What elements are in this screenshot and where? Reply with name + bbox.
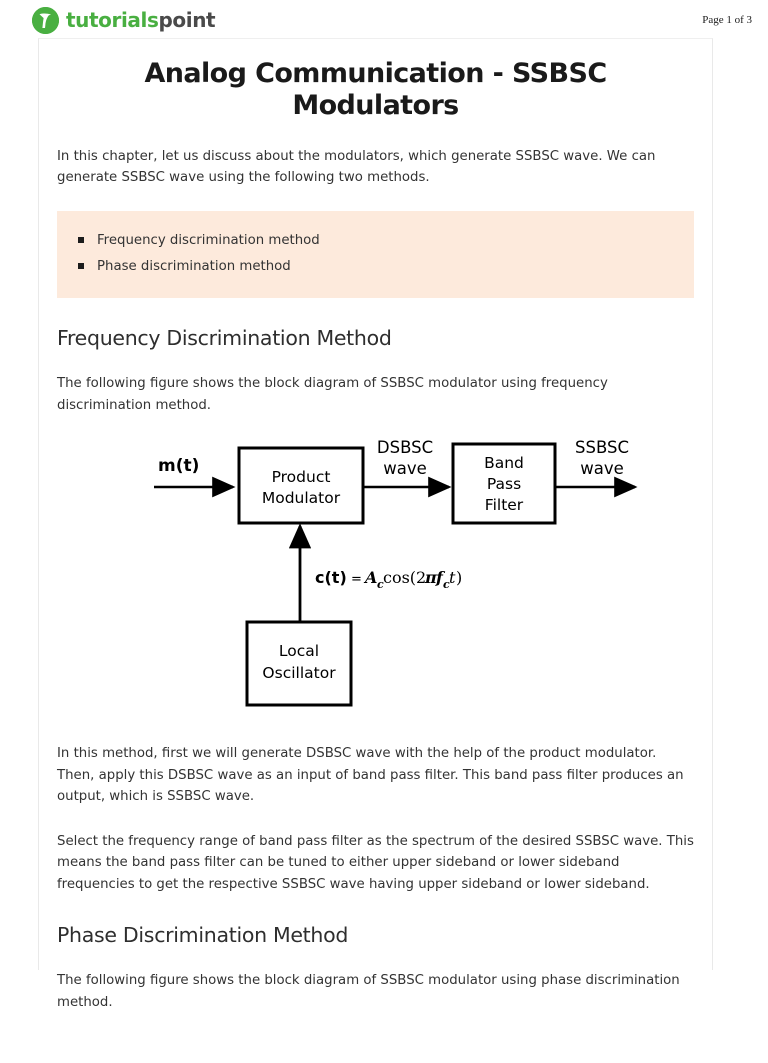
list-item-label: Phase discrimination method (97, 259, 291, 275)
methods-callout-box: Frequency discrimination method Phase di… (57, 210, 694, 299)
list-item: Phase discrimination method (78, 254, 694, 281)
paragraph-filter-tuning: Select the frequency range of band pass … (57, 833, 694, 892)
svg-text:A: A (363, 568, 377, 587)
brand-wordmark: tutorialspoint (66, 8, 216, 32)
section-intro-phase-discrimination: The following figure shows the block dia… (57, 973, 680, 1010)
square-bullet-icon (78, 263, 84, 270)
figure-signal-label-dsbsc-line1: DSBSC (377, 438, 433, 457)
list-item-label: Frequency discrimination method (97, 232, 320, 248)
paragraph-method-description: In this method, first we will generate D… (57, 746, 684, 805)
brand-name-secondary: point (158, 8, 216, 32)
tutorialspoint-logo-icon (32, 6, 59, 34)
svg-text:cos(2: cos(2 (383, 568, 426, 587)
figure-block-bpf-line1: Band (484, 454, 524, 472)
ssbsc-frequency-discrimination-block-diagram: m(t) Product Modulator DSBSC wave Band P… (57, 430, 694, 720)
page-header: tutorialspoint Page 1 of 3 (0, 0, 768, 36)
figure-signal-label-dsbsc-line2: wave (383, 459, 427, 478)
section-heading-frequency-discrimination: Frequency Discrimination Method (57, 326, 392, 351)
block-diagram-svg: m(t) Product Modulator DSBSC wave Band P… (154, 438, 638, 707)
svg-text:c: c (443, 578, 450, 591)
figure-block-local-oscillator-line1: Local (279, 642, 319, 660)
section-intro-frequency-discrimination: The following figure shows the block dia… (57, 376, 608, 413)
methods-list: Frequency discrimination method Phase di… (57, 228, 694, 281)
brand-logo[interactable]: tutorialspoint (32, 6, 216, 34)
document-content-frame: Analog Communication - SSBSC Modulators … (38, 38, 713, 1010)
svg-text:f: f (435, 568, 446, 587)
page-title: Analog Communication - SSBSC Modulators (144, 58, 607, 122)
figure-block-bpf-line2: Pass (487, 475, 521, 493)
figure-input-label: m(t) (158, 456, 199, 476)
figure-output-label-ssbsc-line1: SSBSC (575, 438, 629, 457)
figure-block-bpf-line3: Filter (485, 496, 524, 514)
square-bullet-icon (78, 236, 84, 243)
brand-name-primary: tutorials (66, 8, 159, 32)
svg-text:t: t (449, 568, 456, 587)
figure-output-label-ssbsc-line2: wave (580, 459, 624, 478)
svg-text:π: π (424, 568, 437, 587)
section-heading-phase-discrimination: Phase Discrimination Method (57, 923, 349, 948)
svg-text:c: c (377, 578, 384, 591)
figure-block-local-oscillator-line2: Oscillator (262, 664, 336, 682)
page-counter: Page 1 of 3 (702, 14, 752, 26)
intro-paragraph: In this chapter, let us discuss about th… (57, 148, 656, 186)
svg-text:=: = (351, 572, 362, 587)
svg-text:): ) (456, 568, 462, 587)
figure-block-product-modulator-line2: Modulator (262, 489, 341, 507)
figure-carrier-equation: c(t) (315, 568, 347, 587)
list-item: Frequency discrimination method (78, 228, 694, 255)
figure-block-product-modulator-line1: Product (272, 468, 331, 486)
figure-2-region (57, 1013, 694, 1063)
